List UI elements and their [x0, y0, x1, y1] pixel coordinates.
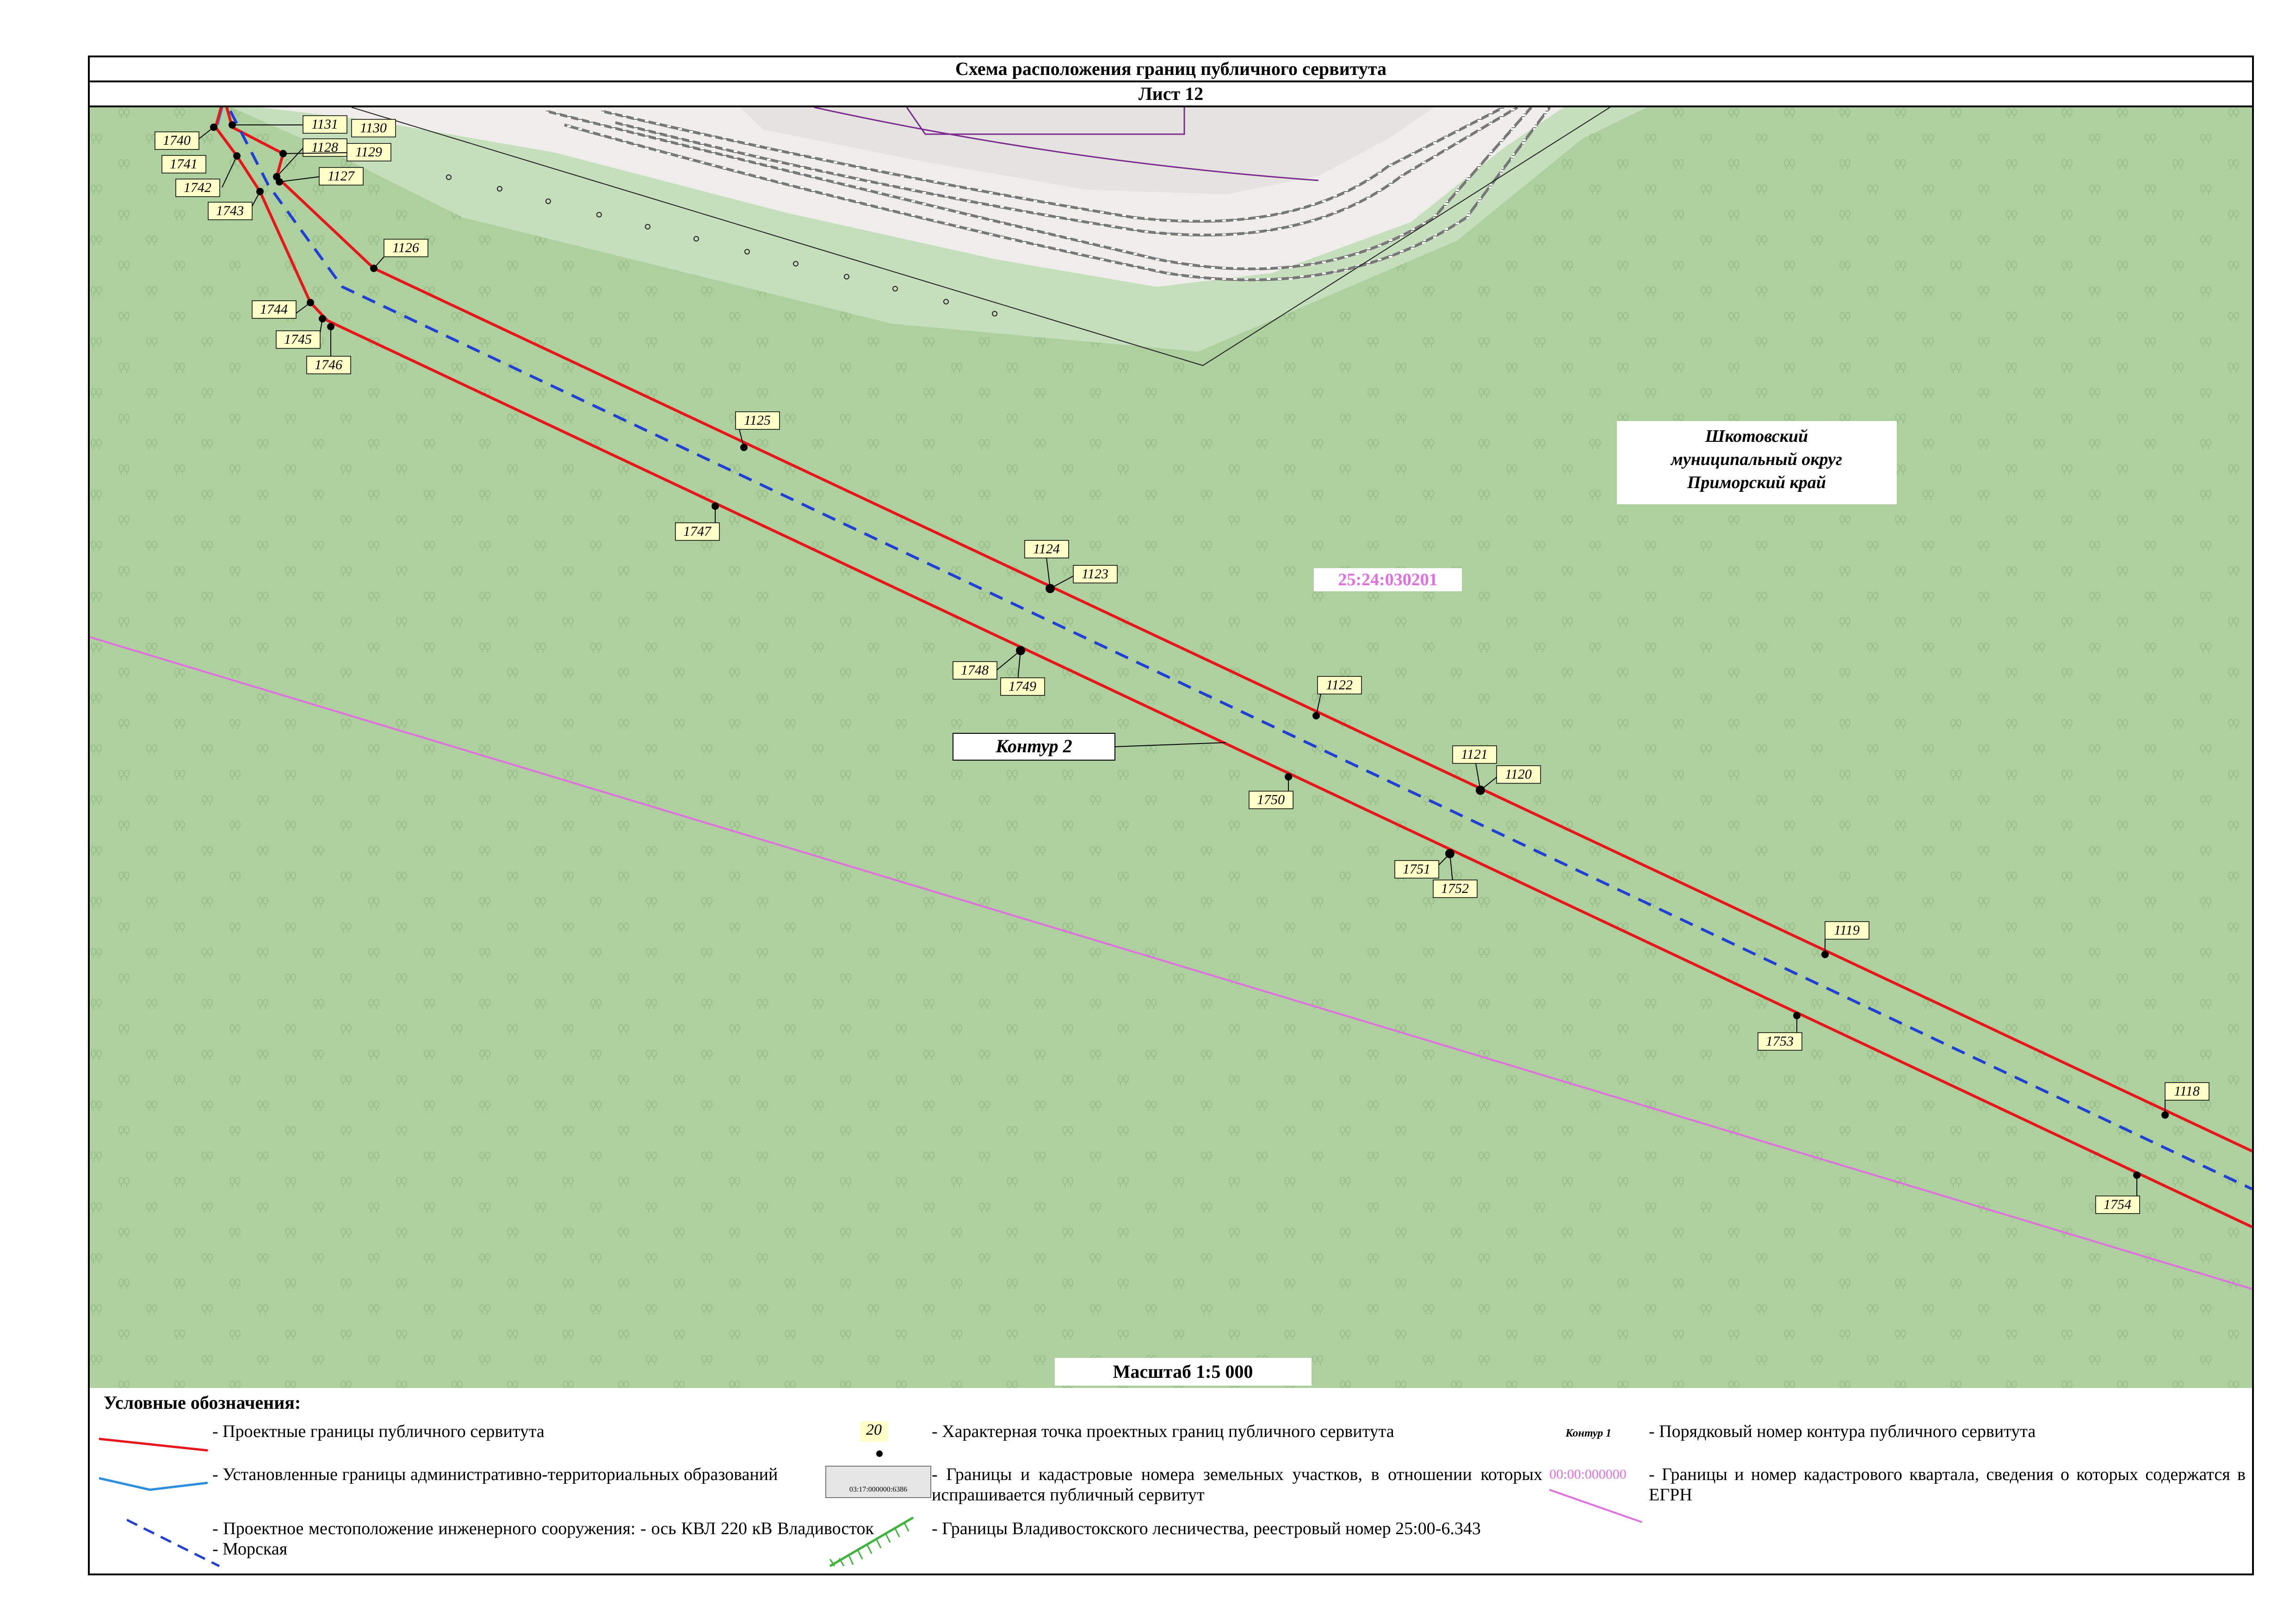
servitude-line-sample	[99, 1437, 208, 1452]
label-1749: 1749	[1000, 650, 1045, 696]
admin-line-sample	[99, 1477, 208, 1491]
legend-point: - Характерная точка проектных границ пуб…	[932, 1422, 1394, 1441]
legend: Условные обозначения: - Проектные границ…	[90, 1388, 2252, 1573]
transmission-axis	[229, 110, 2252, 1190]
quarter-number-label: 25:24:030201	[1314, 568, 1462, 591]
sheet-number: Лист 12	[88, 81, 2254, 107]
svg-text:муниципальный округ: муниципальный округ	[1670, 450, 1842, 469]
legend-axis: - Проектное местоположение инженерного с…	[212, 1519, 874, 1559]
label-1750: 1750	[1249, 777, 1293, 809]
point-dot-sample	[876, 1450, 883, 1457]
legend-servitude: - Проектные границы публичного сервитута	[212, 1422, 545, 1441]
label-1122: 1122	[1316, 676, 1362, 716]
svg-text:1121: 1121	[1461, 747, 1488, 762]
legend-parcels: - Границы и кадастровые номера земельных…	[932, 1465, 1542, 1505]
parcel-boundary-2	[814, 107, 1319, 181]
railway-tracks	[545, 107, 1551, 281]
legend-title: Условные обозначения:	[104, 1392, 301, 1413]
svg-text:1747: 1747	[683, 524, 712, 539]
svg-text:Масштаб 1:5 000: Масштаб 1:5 000	[1113, 1361, 1253, 1382]
svg-text:1740: 1740	[163, 133, 191, 148]
svg-text:1753: 1753	[1766, 1034, 1794, 1049]
svg-text:1131: 1131	[311, 117, 338, 132]
label-1740: 1740	[155, 127, 214, 150]
label-1121: 1121	[1452, 745, 1497, 791]
label-1131: 1131	[232, 115, 347, 134]
label-1747: 1747	[675, 506, 720, 541]
quarter-line-sample	[1549, 1489, 1642, 1523]
legend-admin: - Установленные границы административно-…	[212, 1465, 778, 1484]
svg-text:1129: 1129	[355, 144, 382, 160]
point-number-sample: 20	[860, 1421, 888, 1442]
label-1745: 1745	[276, 318, 323, 349]
svg-text:1743: 1743	[216, 203, 244, 218]
page-title: Схема расположения границ публичного сер…	[88, 56, 2254, 82]
forestry-sample	[829, 1516, 914, 1567]
svg-text:1119: 1119	[1834, 923, 1860, 938]
quarter-boundary	[90, 636, 2252, 1290]
region-label: Шкотовский муниципальный округ Приморски…	[1617, 421, 1897, 504]
svg-text:1750: 1750	[1257, 792, 1285, 807]
svg-text:1742: 1742	[184, 180, 211, 195]
legend-quarter: - Границы и номер кадастрового квартала,…	[1649, 1465, 2246, 1505]
label-1752: 1752	[1433, 853, 1478, 898]
label-1127: 1127	[279, 167, 364, 186]
label-1741: 1741	[161, 155, 206, 173]
svg-text:1746: 1746	[315, 357, 342, 372]
label-1118: 1118	[2165, 1082, 2209, 1115]
svg-text:1748: 1748	[961, 663, 989, 678]
svg-text:1754: 1754	[2104, 1197, 2131, 1212]
legend-forestry: - Границы Владивостокского лесничества, …	[932, 1519, 1481, 1538]
svg-text:1124: 1124	[1033, 541, 1060, 557]
point-labels: 1740 1741 1742 1743 1131 1130 1128 1129 …	[155, 115, 2209, 1214]
label-1129: 1129	[283, 143, 391, 161]
svg-text:Шкотовский: Шкотовский	[1705, 427, 1808, 446]
label-1742: 1742	[175, 155, 237, 197]
map-canvas[interactable]: 1740 1741 1742 1743 1131 1130 1128 1129 …	[90, 107, 2252, 1388]
road-boundary-line	[351, 107, 1610, 366]
label-1751: 1751	[1394, 853, 1450, 879]
legend-contour: - Порядковый номер контура публичного се…	[1649, 1422, 2036, 1441]
svg-text:25:24:030201: 25:24:030201	[1338, 570, 1437, 589]
label-1123: 1123	[1050, 565, 1118, 589]
label-1125: 1125	[735, 411, 780, 448]
svg-text:1125: 1125	[744, 413, 771, 428]
label-1746: 1746	[306, 327, 351, 374]
svg-text:Приморский край: Приморский край	[1687, 473, 1826, 492]
svg-text:1122: 1122	[1326, 677, 1353, 693]
svg-text:1745: 1745	[284, 332, 312, 347]
quarter-sample: 00:00:000000	[1549, 1467, 1627, 1482]
contour-sample: Контур 1	[1566, 1427, 1612, 1439]
svg-text:1127: 1127	[328, 168, 355, 184]
label-1119: 1119	[1825, 921, 1869, 954]
svg-text:1126: 1126	[392, 240, 419, 255]
label-1120: 1120	[1480, 765, 1541, 791]
paved-inner	[740, 107, 1434, 194]
axis-line-sample	[127, 1518, 220, 1567]
svg-text:1751: 1751	[1403, 861, 1430, 877]
label-1744: 1744	[252, 300, 311, 319]
label-1753: 1753	[1758, 1016, 1802, 1051]
label-1130: 1130	[351, 119, 396, 137]
parcel-sample: 03:17:000000:6386	[825, 1466, 931, 1498]
svg-text:1749: 1749	[1009, 679, 1036, 694]
svg-text:1123: 1123	[1082, 566, 1108, 582]
contour-label: Контур 2	[953, 733, 1226, 761]
scale-label: Масштаб 1:5 000	[1055, 1358, 1312, 1386]
svg-text:1752: 1752	[1441, 881, 1469, 896]
label-1754: 1754	[2095, 1175, 2140, 1214]
label-1743: 1743	[208, 191, 260, 220]
road-poles	[446, 174, 997, 316]
label-1748: 1748	[953, 650, 1021, 680]
svg-text:1120: 1120	[1505, 767, 1532, 782]
svg-text:1118: 1118	[2174, 1084, 2200, 1099]
label-1124: 1124	[1024, 540, 1069, 589]
parcel-boundary	[906, 107, 1185, 135]
svg-text:1741: 1741	[170, 156, 198, 172]
svg-text:1744: 1744	[260, 302, 288, 317]
svg-text:1130: 1130	[360, 120, 387, 136]
label-1126: 1126	[373, 239, 428, 269]
svg-text:Контур 2: Контур 2	[995, 736, 1072, 756]
